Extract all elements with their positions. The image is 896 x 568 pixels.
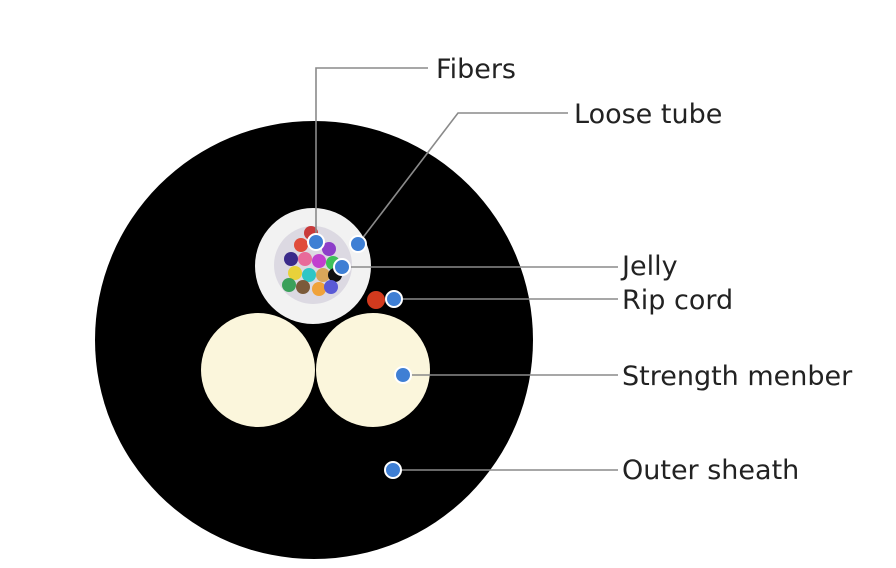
marker-jelly [333, 258, 351, 276]
leader-loose-tube [357, 112, 568, 245]
label-outer-sheath: Outer sheath [622, 455, 799, 486]
fiber-12 [296, 280, 310, 294]
marker-strength-member [394, 366, 412, 384]
leader-fibers [315, 67, 428, 242]
marker-rip-cord [385, 290, 403, 308]
marker-fibers [307, 233, 325, 251]
fiber-6 [312, 254, 326, 268]
label-jelly: Jelly [620, 251, 678, 282]
label-strength-member: Strength menber [622, 361, 853, 392]
fiber-10 [316, 268, 330, 282]
fiber-5 [298, 252, 312, 266]
marker-loose-tube [349, 235, 367, 253]
label-rip-cord: Rip cord [622, 285, 733, 316]
strength-member-right [316, 313, 430, 427]
fiber-3 [322, 242, 336, 256]
label-fibers: Fibers [436, 54, 516, 85]
rip-cord [367, 291, 385, 309]
fiber-14 [324, 280, 338, 294]
fiber-1 [294, 238, 308, 252]
marker-outer-sheath [384, 461, 402, 479]
label-loose-tube: Loose tube [574, 99, 722, 130]
fiber-8 [288, 266, 302, 280]
outer-sheath [95, 121, 533, 559]
strength-member-left [201, 313, 315, 427]
fiber-13 [312, 282, 326, 296]
fiber-9 [302, 268, 316, 282]
fiber-4 [284, 252, 298, 266]
fiber-15 [282, 278, 296, 292]
